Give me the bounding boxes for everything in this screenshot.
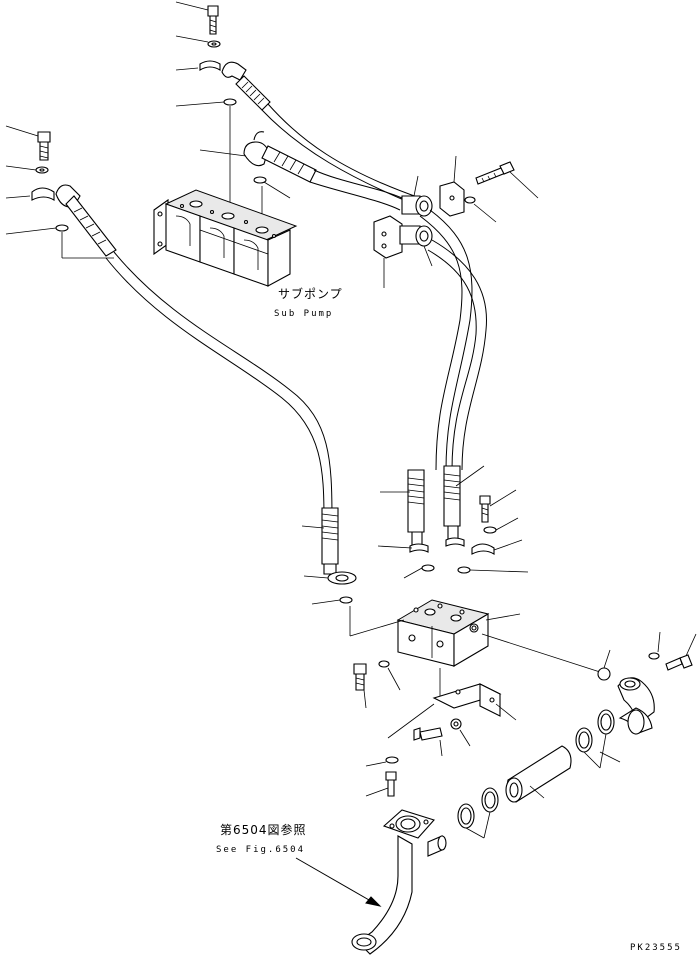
suction-pipe: [351, 809, 447, 955]
lower-clamp-pair: [457, 787, 499, 839]
valve-mount-bracket: [387, 668, 517, 739]
reference-arrow-line: [295, 857, 377, 905]
upper-hose-assembly: [221, 61, 421, 207]
sub-pump-label-jp: サブポンプ: [278, 286, 343, 301]
left-bolt-stack: [5, 125, 114, 259]
left-long-hose: [55, 184, 357, 585]
middle-hose-assembly: [243, 131, 403, 211]
top-bolt-stack: [175, 1, 221, 71]
drawing-code: PK23555: [630, 943, 682, 953]
reference-label-en: See Fig.6504: [216, 845, 305, 855]
sub-pump: [153, 189, 298, 287]
o-ring: [457, 566, 471, 574]
o-ring: [421, 564, 435, 572]
bracket-bolt-stack: [365, 718, 471, 797]
right-hose-pair: [407, 209, 487, 553]
suction-hose-sleeve: [505, 745, 572, 803]
valve-bolt-stack: [471, 489, 523, 555]
sub-pump-label-en: Sub Pump: [274, 309, 333, 319]
right-elbow-assembly: [575, 631, 697, 769]
o-ring: [253, 176, 267, 184]
valve-block: [396, 599, 490, 667]
reference-arrow-head: [365, 896, 382, 907]
o-ring: [223, 98, 237, 106]
connector-bracket-group: [373, 155, 539, 288]
reference-label-jp: 第6504図参照: [220, 822, 307, 837]
o-ring: [597, 667, 611, 681]
valve-side-bolt: [353, 660, 401, 709]
